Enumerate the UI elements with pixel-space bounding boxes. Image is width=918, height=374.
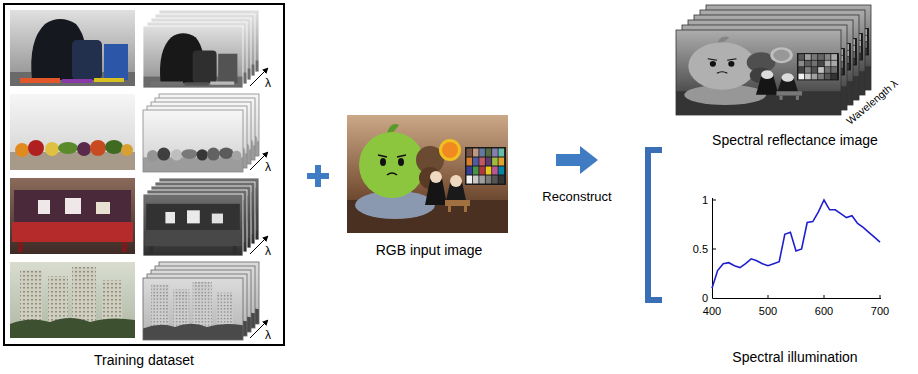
training-photos [10,10,135,338]
rgb-photo [347,115,508,233]
step-label: Reconstruct [542,190,611,203]
wavelength-symbol: λ [265,245,271,257]
illumination-axes [713,198,882,299]
node-label: RGB input image [376,241,483,259]
wavelength-symbol: λ [265,329,271,341]
tick-label: 600 [815,306,833,317]
input-photo: RGB input image [345,113,513,259]
dataset-frame [3,3,285,346]
tick-label: 700 [871,306,889,317]
wavelength-arrows [250,68,268,338]
output-bracket [648,150,662,300]
node-label: Training dataset [94,351,194,369]
illumination-curve [712,200,880,288]
node-label: Spectral illumination [732,348,857,366]
reconstruct-arrow [556,146,598,174]
illumination-plot: Spectral illumination [690,186,900,366]
tick-label: 400 [703,306,721,317]
tick-label: 0 [702,293,708,304]
tick-label: 0.5 [693,244,708,255]
wavelength-symbol: λ [265,77,271,89]
tick-label: 1 [702,195,708,206]
node-label: Spectral reflectance image [712,131,878,149]
wavelength-symbol: λ [265,161,271,173]
reflectance-stack: Spectral reflectance image [675,0,915,149]
training-spectral-stacks [143,10,259,340]
reflectance-stack [676,5,871,115]
plus-sign [307,165,329,187]
dataset-panel: Training dataset [3,3,285,369]
tick-label: 500 [759,306,777,317]
